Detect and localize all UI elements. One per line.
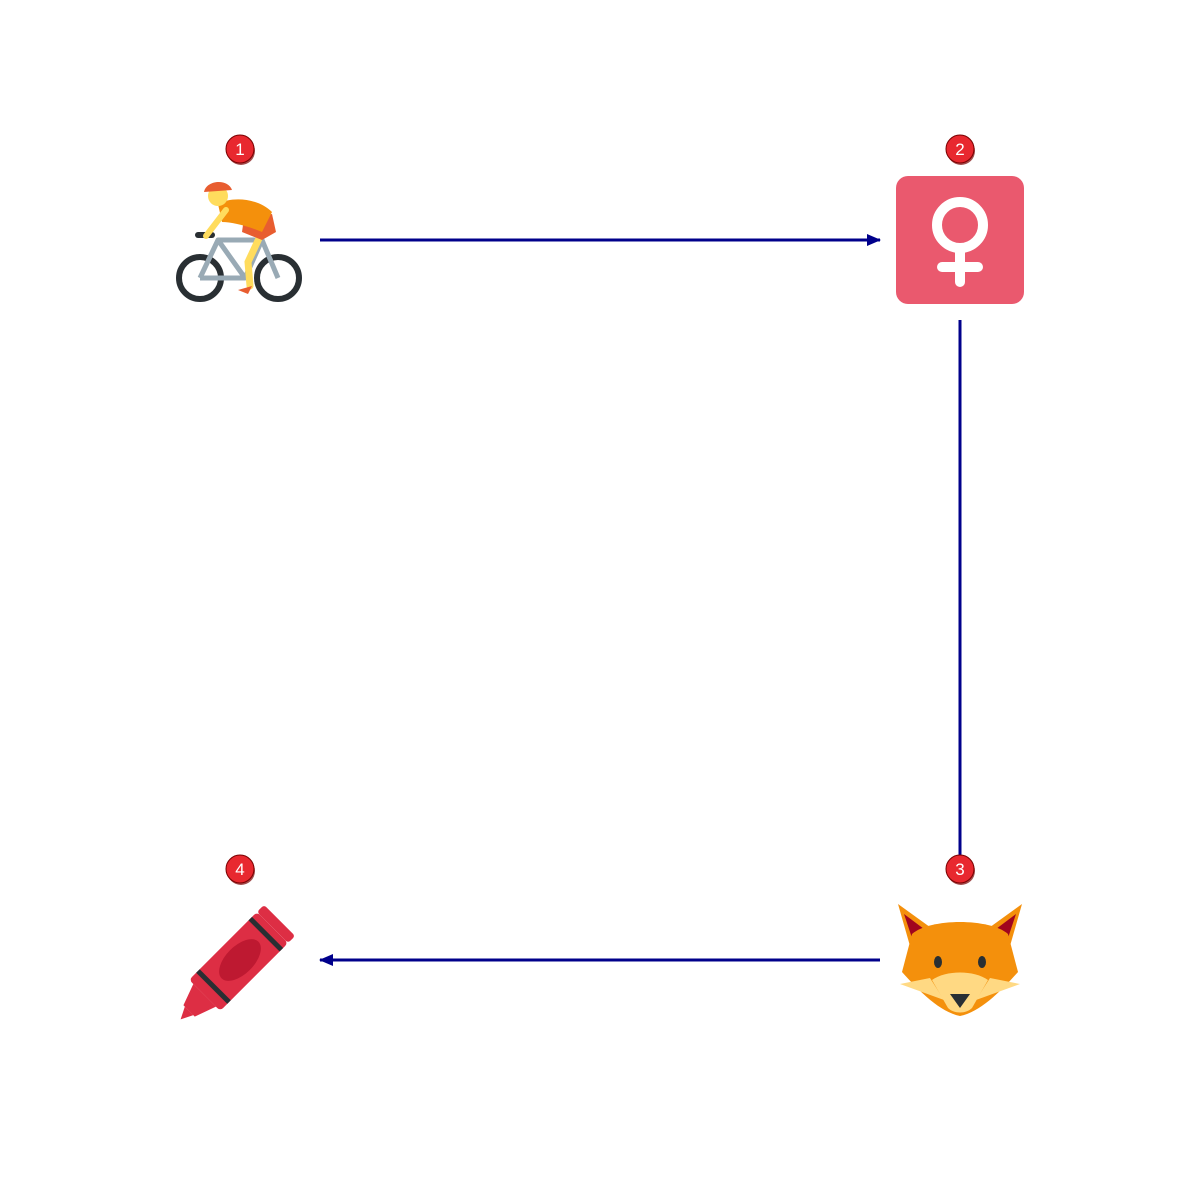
crayon-icon (180, 906, 294, 1020)
node-3-number: 3 (955, 860, 964, 879)
node-4-badge: 4 (225, 854, 255, 885)
node-1[interactable]: 1 (176, 134, 302, 302)
edges (319, 234, 966, 966)
node-4-number: 4 (235, 860, 244, 879)
bicyclist-icon (176, 181, 302, 302)
female-sign-icon (896, 176, 1024, 304)
node-3[interactable]: 3 (898, 854, 1022, 1016)
node-2[interactable]: 2 (896, 134, 1024, 304)
node-1-badge: 1 (225, 134, 255, 165)
fox-face-icon (898, 904, 1022, 1016)
node-2-number: 2 (955, 140, 964, 159)
node-1-number: 1 (235, 140, 244, 159)
node-2-badge: 2 (945, 134, 975, 165)
node-4[interactable]: 4 (165, 854, 295, 1035)
node-3-badge: 3 (945, 854, 975, 885)
